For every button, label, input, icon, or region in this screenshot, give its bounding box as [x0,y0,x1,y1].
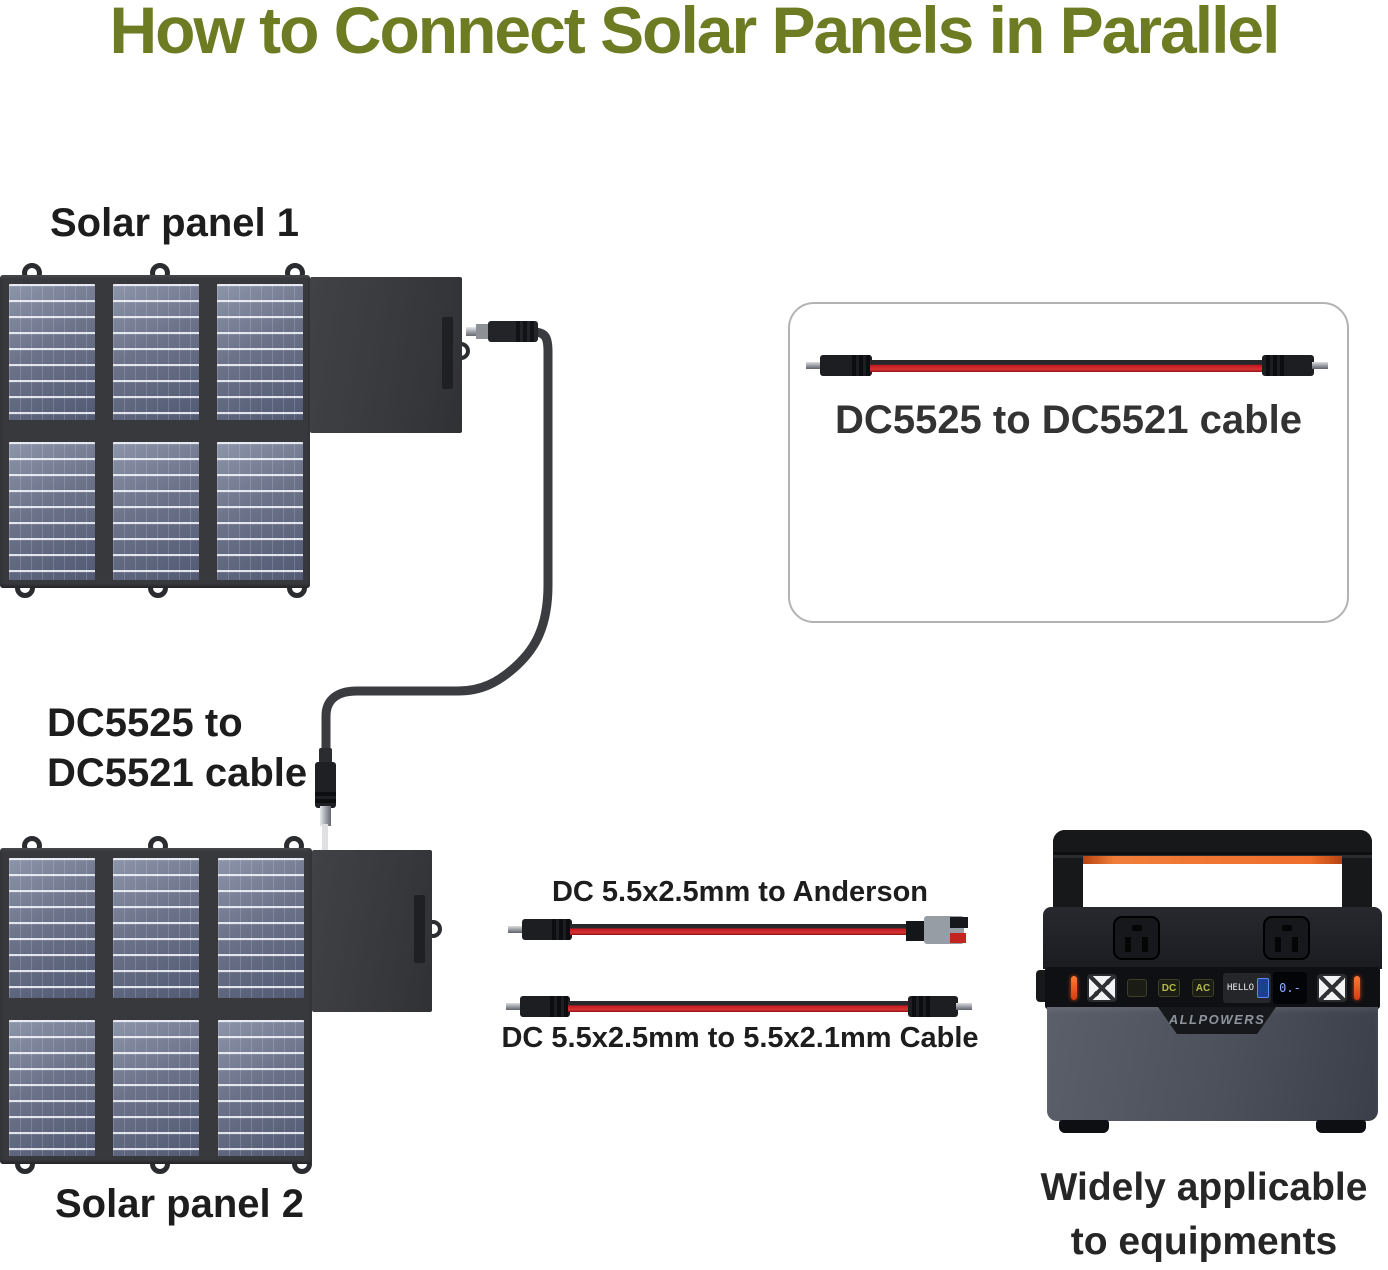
solar-cell [217,442,303,580]
outlet-slot [1292,937,1298,952]
light-button [1127,979,1147,997]
power-station: DC AC HELLO 0.- ALLPOWERS [1036,830,1382,1133]
ac-button: AC [1192,979,1214,997]
footer-caption-line2: to equipments [1070,1220,1338,1263]
solar-cell [9,858,95,998]
solar-panel-2-flap [312,850,432,1012]
adapter-box: DC5525 to DC5521 cable [788,302,1349,623]
dc5521-plug-icon [315,748,336,850]
station-display: HELLO [1223,973,1271,1003]
left-cable-label-line2: DC5521 cable [47,751,308,795]
footer-caption-line1: Widely applicable [1040,1166,1368,1209]
dc5525-plug-icon [466,321,538,342]
outlet-slot [1275,937,1281,952]
station-handle-orange-stripe [1083,856,1342,864]
anderson-cable-icon [508,916,968,944]
station-top-section [1043,907,1382,969]
dc-cable-label: DC 5.5x2.5mm to 5.5x2.1mm Cable [501,1022,979,1054]
station-display-value: 0.- [1273,972,1307,1004]
dc-button: DC [1158,979,1180,997]
adapter-box-title: DC5525 to DC5521 cable [835,398,1302,442]
solar-cell [113,858,199,998]
flap-zipper-strip [414,895,425,963]
station-handle [1053,830,1372,858]
solar-cell [9,442,95,580]
solar-cell [217,284,303,420]
solar-cell [9,284,95,420]
dc-cable-icon [506,996,972,1017]
station-foot [1316,1120,1366,1133]
usb-icon [1257,978,1269,998]
solar-panel-2-label: Solar panel 2 [55,1182,304,1226]
brand-logo-text: ALLPOWERS [1168,1012,1266,1027]
solar-panel-1 [0,275,310,588]
orange-indicator [1071,976,1077,1000]
flap-zipper-strip [442,317,453,389]
solar-cell [218,858,304,998]
brand-logo: ALLPOWERS [1158,1007,1276,1034]
solar-cell [113,1020,199,1156]
left-cable-label: DC5525 to DC5521 cable [47,698,307,798]
outlet-ground-slot [1132,925,1142,931]
left-cable-label-line1: DC5525 to [47,701,243,745]
outlet-slot [1142,937,1148,952]
led-light-icon [1087,974,1117,1002]
ac-outlet [1113,916,1160,960]
anderson-cable-label: DC 5.5x2.5mm to Anderson [551,876,929,908]
solar-panel-1-label: Solar panel 1 [50,201,299,245]
solar-panel-2 [0,848,312,1164]
solar-panel-1-flap [310,277,462,433]
ac-outlet [1263,916,1310,960]
led-light-icon [1317,974,1347,1002]
orange-indicator [1354,976,1360,1000]
outlet-slot [1125,937,1131,952]
solar-cell [218,1020,304,1156]
solar-cell [113,284,199,420]
station-side-nub [1036,970,1046,1002]
solar-cell [113,442,199,580]
solar-cell [9,1020,95,1156]
station-foot [1059,1120,1109,1133]
station-control-panel: DC AC HELLO 0.- [1045,967,1380,1009]
outlet-ground-slot [1282,925,1292,931]
display-text: HELLO [1227,983,1255,993]
adapter-cable-icon [806,355,1328,376]
page-title: How to Connect Solar Panels in Parallel [109,0,1281,67]
